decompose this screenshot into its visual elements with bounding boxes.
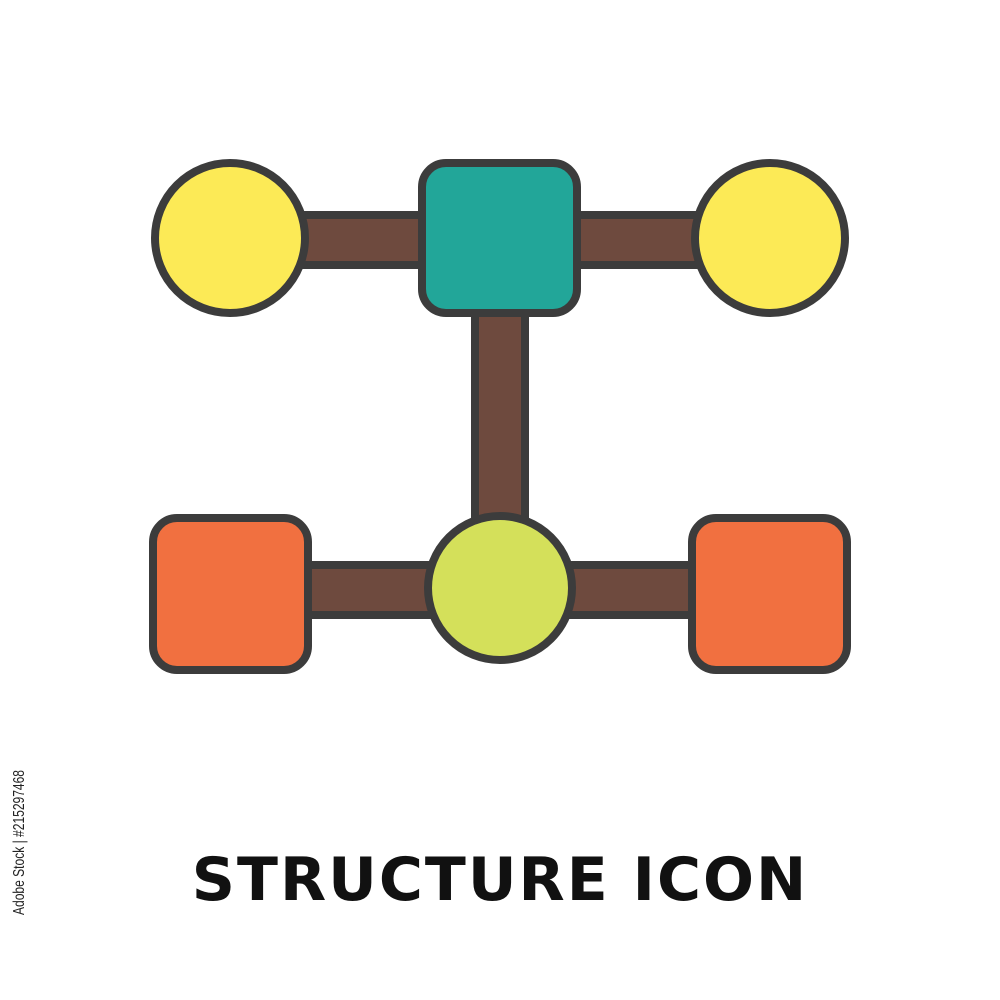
bottom-center-circle-node xyxy=(424,512,576,664)
stock-id-text: Adobe Stock | #215297468 xyxy=(11,770,28,915)
top-right-circle-node xyxy=(691,159,849,317)
top-left-circle-node xyxy=(151,159,309,317)
bottom-right-square-node xyxy=(688,514,851,674)
stock-id-watermark: Adobe Stock | #215297468 xyxy=(11,770,28,915)
vertical-connector xyxy=(471,301,529,544)
icon-caption: STRUCTURE ICON xyxy=(191,845,809,915)
bottom-left-square-node xyxy=(149,514,312,674)
top-center-square-node xyxy=(418,159,581,317)
